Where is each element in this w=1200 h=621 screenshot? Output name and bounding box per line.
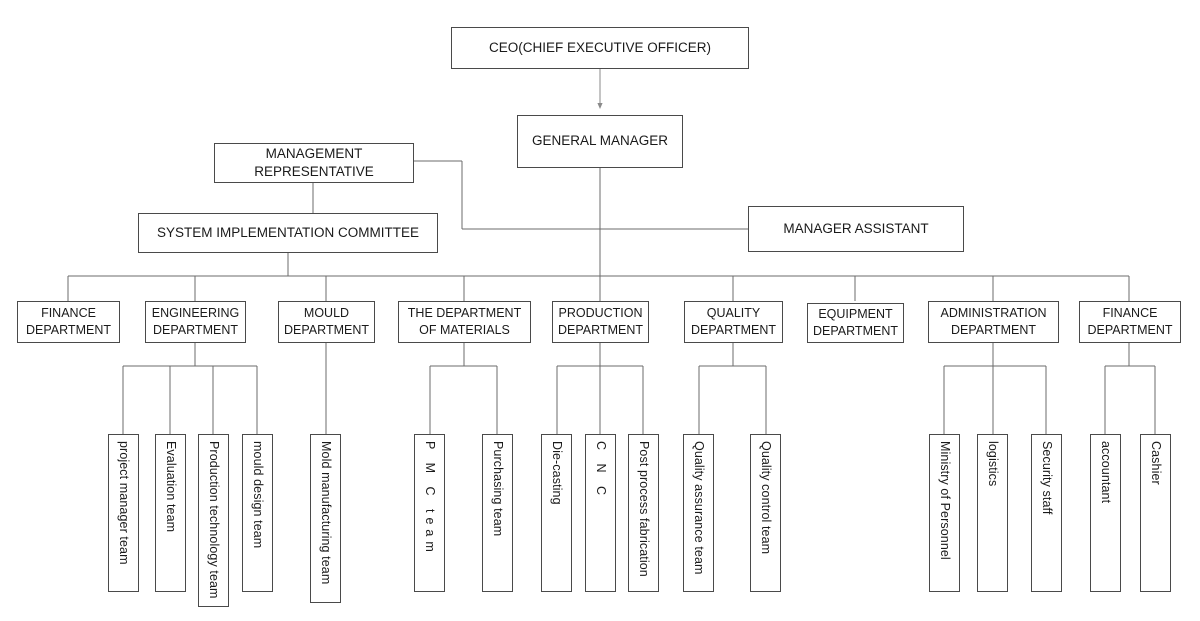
department-production-department[interactable]: PRODUCTION DEPARTMENT — [552, 301, 649, 343]
team-label: Die-casting — [549, 441, 564, 505]
team-logistics[interactable]: logistics — [977, 434, 1008, 592]
team-cashier[interactable]: Cashier — [1140, 434, 1171, 592]
team-security-staff[interactable]: Security staff — [1031, 434, 1062, 592]
team-quality-assurance-team[interactable]: Quality assurance team — [683, 434, 714, 592]
team-label: Purchasing team — [490, 441, 505, 537]
department-label: QUALITY DEPARTMENT — [691, 306, 776, 337]
node-ceo-label: CEO(CHIEF EXECUTIVE OFFICER) — [488, 39, 711, 55]
team-accountant[interactable]: accountant — [1090, 434, 1121, 592]
team-project-manager-team[interactable]: project manager team — [108, 434, 139, 592]
team-mould-design-team[interactable]: mould design team — [242, 434, 273, 592]
team-label: Post process fabrication — [636, 441, 651, 577]
node-system-implementation-committee[interactable]: SYSTEM IMPLEMENTATION COMMITTEE — [138, 213, 438, 253]
department-finance-department-right[interactable]: FINANCE DEPARTMENT — [1079, 301, 1181, 343]
team-die-casting[interactable]: Die-casting — [541, 434, 572, 592]
node-management-representative[interactable]: MANAGEMENT REPRESENTATIVE — [214, 143, 414, 183]
team-label: project manager team — [116, 441, 131, 565]
team-label: C N C — [593, 441, 608, 501]
department-quality-department[interactable]: QUALITY DEPARTMENT — [684, 301, 783, 343]
node-manager-assistant-label: MANAGER ASSISTANT — [783, 220, 929, 236]
department-label: FINANCE DEPARTMENT — [26, 306, 111, 337]
team-ministry-of-personnel[interactable]: Ministry of Personnel — [929, 434, 960, 592]
department-label: PRODUCTION DEPARTMENT — [558, 306, 643, 337]
department-administration-department[interactable]: ADMINISTRATION DEPARTMENT — [928, 301, 1059, 343]
department-label: EQUIPMENT DEPARTMENT — [813, 307, 898, 338]
department-label: MOULD DEPARTMENT — [284, 306, 369, 337]
team-purchasing-team[interactable]: Purchasing team — [482, 434, 513, 592]
department-label: THE DEPARTMENT OF MATERIALS — [407, 306, 522, 337]
department-finance-department-left[interactable]: FINANCE DEPARTMENT — [17, 301, 120, 343]
team-label: P M C team — [422, 441, 437, 557]
team-post-process-fabrication[interactable]: Post process fabrication — [628, 434, 659, 592]
team-cnc[interactable]: C N C — [585, 434, 616, 592]
node-management-representative-label: MANAGEMENT REPRESENTATIVE — [254, 145, 374, 179]
team-evaluation-team[interactable]: Evaluation team — [155, 434, 186, 592]
team-label: mould design team — [250, 441, 265, 549]
node-ceo[interactable]: CEO(CHIEF EXECUTIVE OFFICER) — [451, 27, 749, 69]
team-label: Mold manufacturing team — [318, 441, 333, 585]
team-mold-manufacturing-team[interactable]: Mold manufacturing team — [310, 434, 341, 603]
team-label: Quality assurance team — [691, 441, 706, 575]
department-mould-department[interactable]: MOULD DEPARTMENT — [278, 301, 375, 343]
team-label: Cashier — [1148, 441, 1163, 485]
team-label: accountant — [1098, 441, 1113, 504]
team-pmc-team[interactable]: P M C team — [414, 434, 445, 592]
node-manager-assistant[interactable]: MANAGER ASSISTANT — [748, 206, 964, 252]
department-label: ADMINISTRATION DEPARTMENT — [940, 306, 1047, 337]
team-label: Ministry of Personnel — [937, 441, 952, 560]
team-production-technology-team[interactable]: Production technology team — [198, 434, 229, 607]
department-engineering-department[interactable]: ENGINEERING DEPARTMENT — [145, 301, 246, 343]
department-equipment-department[interactable]: EQUIPMENT DEPARTMENT — [807, 303, 904, 343]
node-general-manager[interactable]: GENERAL MANAGER — [517, 115, 683, 168]
department-label: ENGINEERING DEPARTMENT — [151, 306, 240, 337]
team-label: logistics — [985, 441, 1000, 487]
team-label: Quality control team — [758, 441, 773, 555]
team-quality-control-team[interactable]: Quality control team — [750, 434, 781, 592]
node-system-implementation-committee-label: SYSTEM IMPLEMENTATION COMMITTEE — [156, 224, 419, 240]
node-general-manager-label: GENERAL MANAGER — [531, 133, 669, 149]
team-label: Production technology team — [206, 441, 221, 599]
team-label: Security staff — [1039, 441, 1054, 515]
team-label: Evaluation team — [163, 441, 178, 533]
department-the-department-of-materials[interactable]: THE DEPARTMENT OF MATERIALS — [398, 301, 531, 343]
department-label: FINANCE DEPARTMENT — [1087, 306, 1173, 337]
